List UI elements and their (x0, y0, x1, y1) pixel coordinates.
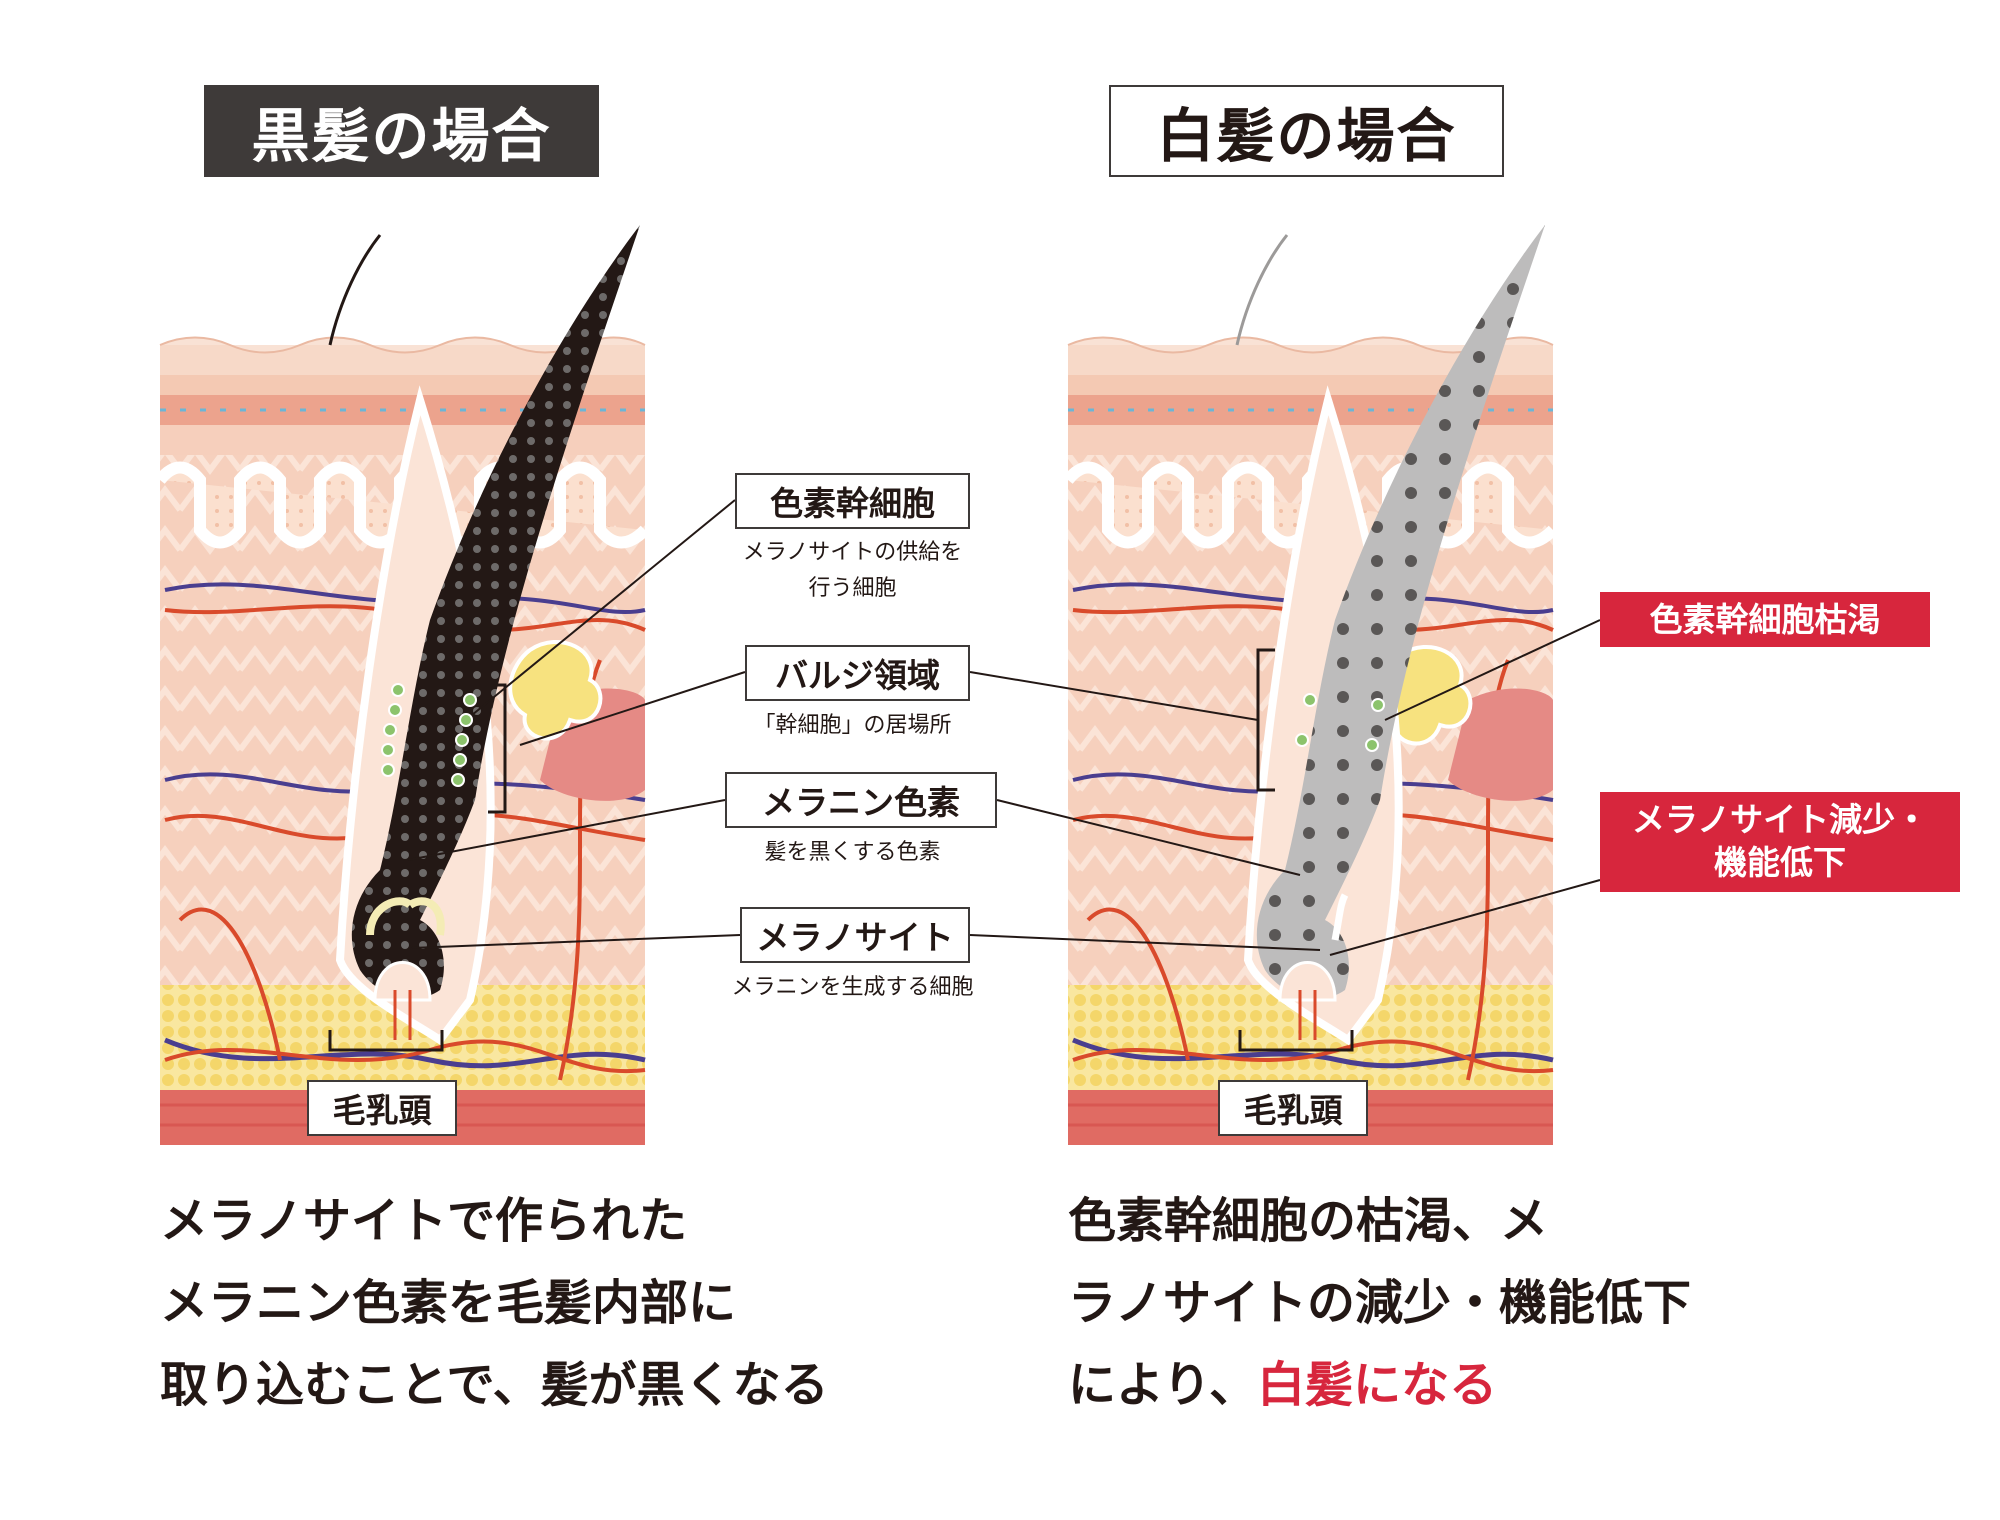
callout-stem-cell-depletion: 色素幹細胞枯渇 (1600, 592, 1930, 647)
label-melanin-pigment: メラニン色素 (725, 772, 997, 828)
left-caption-line1: メラノサイトで作られた (160, 1193, 688, 1249)
white-hair-title: 白髪の場合 (1109, 85, 1504, 177)
right-caption-line1: 色素幹細胞の枯渇、メ (1068, 1193, 1549, 1249)
right-caption-line2: ラノサイトの減少・機能低下 (1068, 1275, 1692, 1331)
label-melanocyte: メラノサイト (740, 907, 970, 963)
leader-lines (407, 499, 1601, 956)
left-papilla-label: 毛乳頭 (307, 1080, 457, 1136)
desc-pigment-stem-cell-2: 行う細胞 (808, 576, 897, 601)
label-bulge-region: バルジ領域 (745, 645, 970, 701)
right-papilla-label: 毛乳頭 (1218, 1080, 1368, 1136)
desc-melanin-pigment: 髪を黒くする色素 (764, 840, 941, 865)
desc-bulge-region: 「幹細胞」の居場所 (753, 713, 952, 738)
right-skin-panel (1063, 225, 1558, 1145)
black-hair-title: 黒髪の場合 (204, 85, 599, 177)
callout-melanocyte-decline-line1: メラノサイト減少・ (1631, 800, 1929, 839)
left-caption: メラノサイトで作られた メラニン色素を毛髪内部に 取り込むことで、髪が黒くなる (160, 1180, 829, 1426)
left-skin-panel (155, 225, 650, 1145)
label-pigment-stem-cell: 色素幹細胞 (735, 473, 970, 529)
right-caption: 色素幹細胞の枯渇、メ ラノサイトの減少・機能低下 により、白髪になる (1068, 1180, 1691, 1426)
right-caption-line3-accent: 白髪になる (1257, 1357, 1498, 1413)
desc-melanocyte: メラニンを生成する細胞 (731, 975, 974, 1000)
callout-melanocyte-decline-line2: 機能低下 (1714, 843, 1846, 882)
right-caption-line3-prefix: により、 (1068, 1357, 1258, 1413)
right-caption-line3: により、白髪になる (1068, 1344, 1691, 1426)
left-caption-line2: メラニン色素を毛髪内部に (160, 1275, 737, 1331)
left-caption-line3: 取り込むことで、髪が黒くなる (160, 1357, 829, 1413)
desc-pigment-stem-cell-1: メラノサイトの供給を (742, 540, 963, 565)
callout-melanocyte-decline: メラノサイト減少・ 機能低下 (1600, 792, 1960, 892)
